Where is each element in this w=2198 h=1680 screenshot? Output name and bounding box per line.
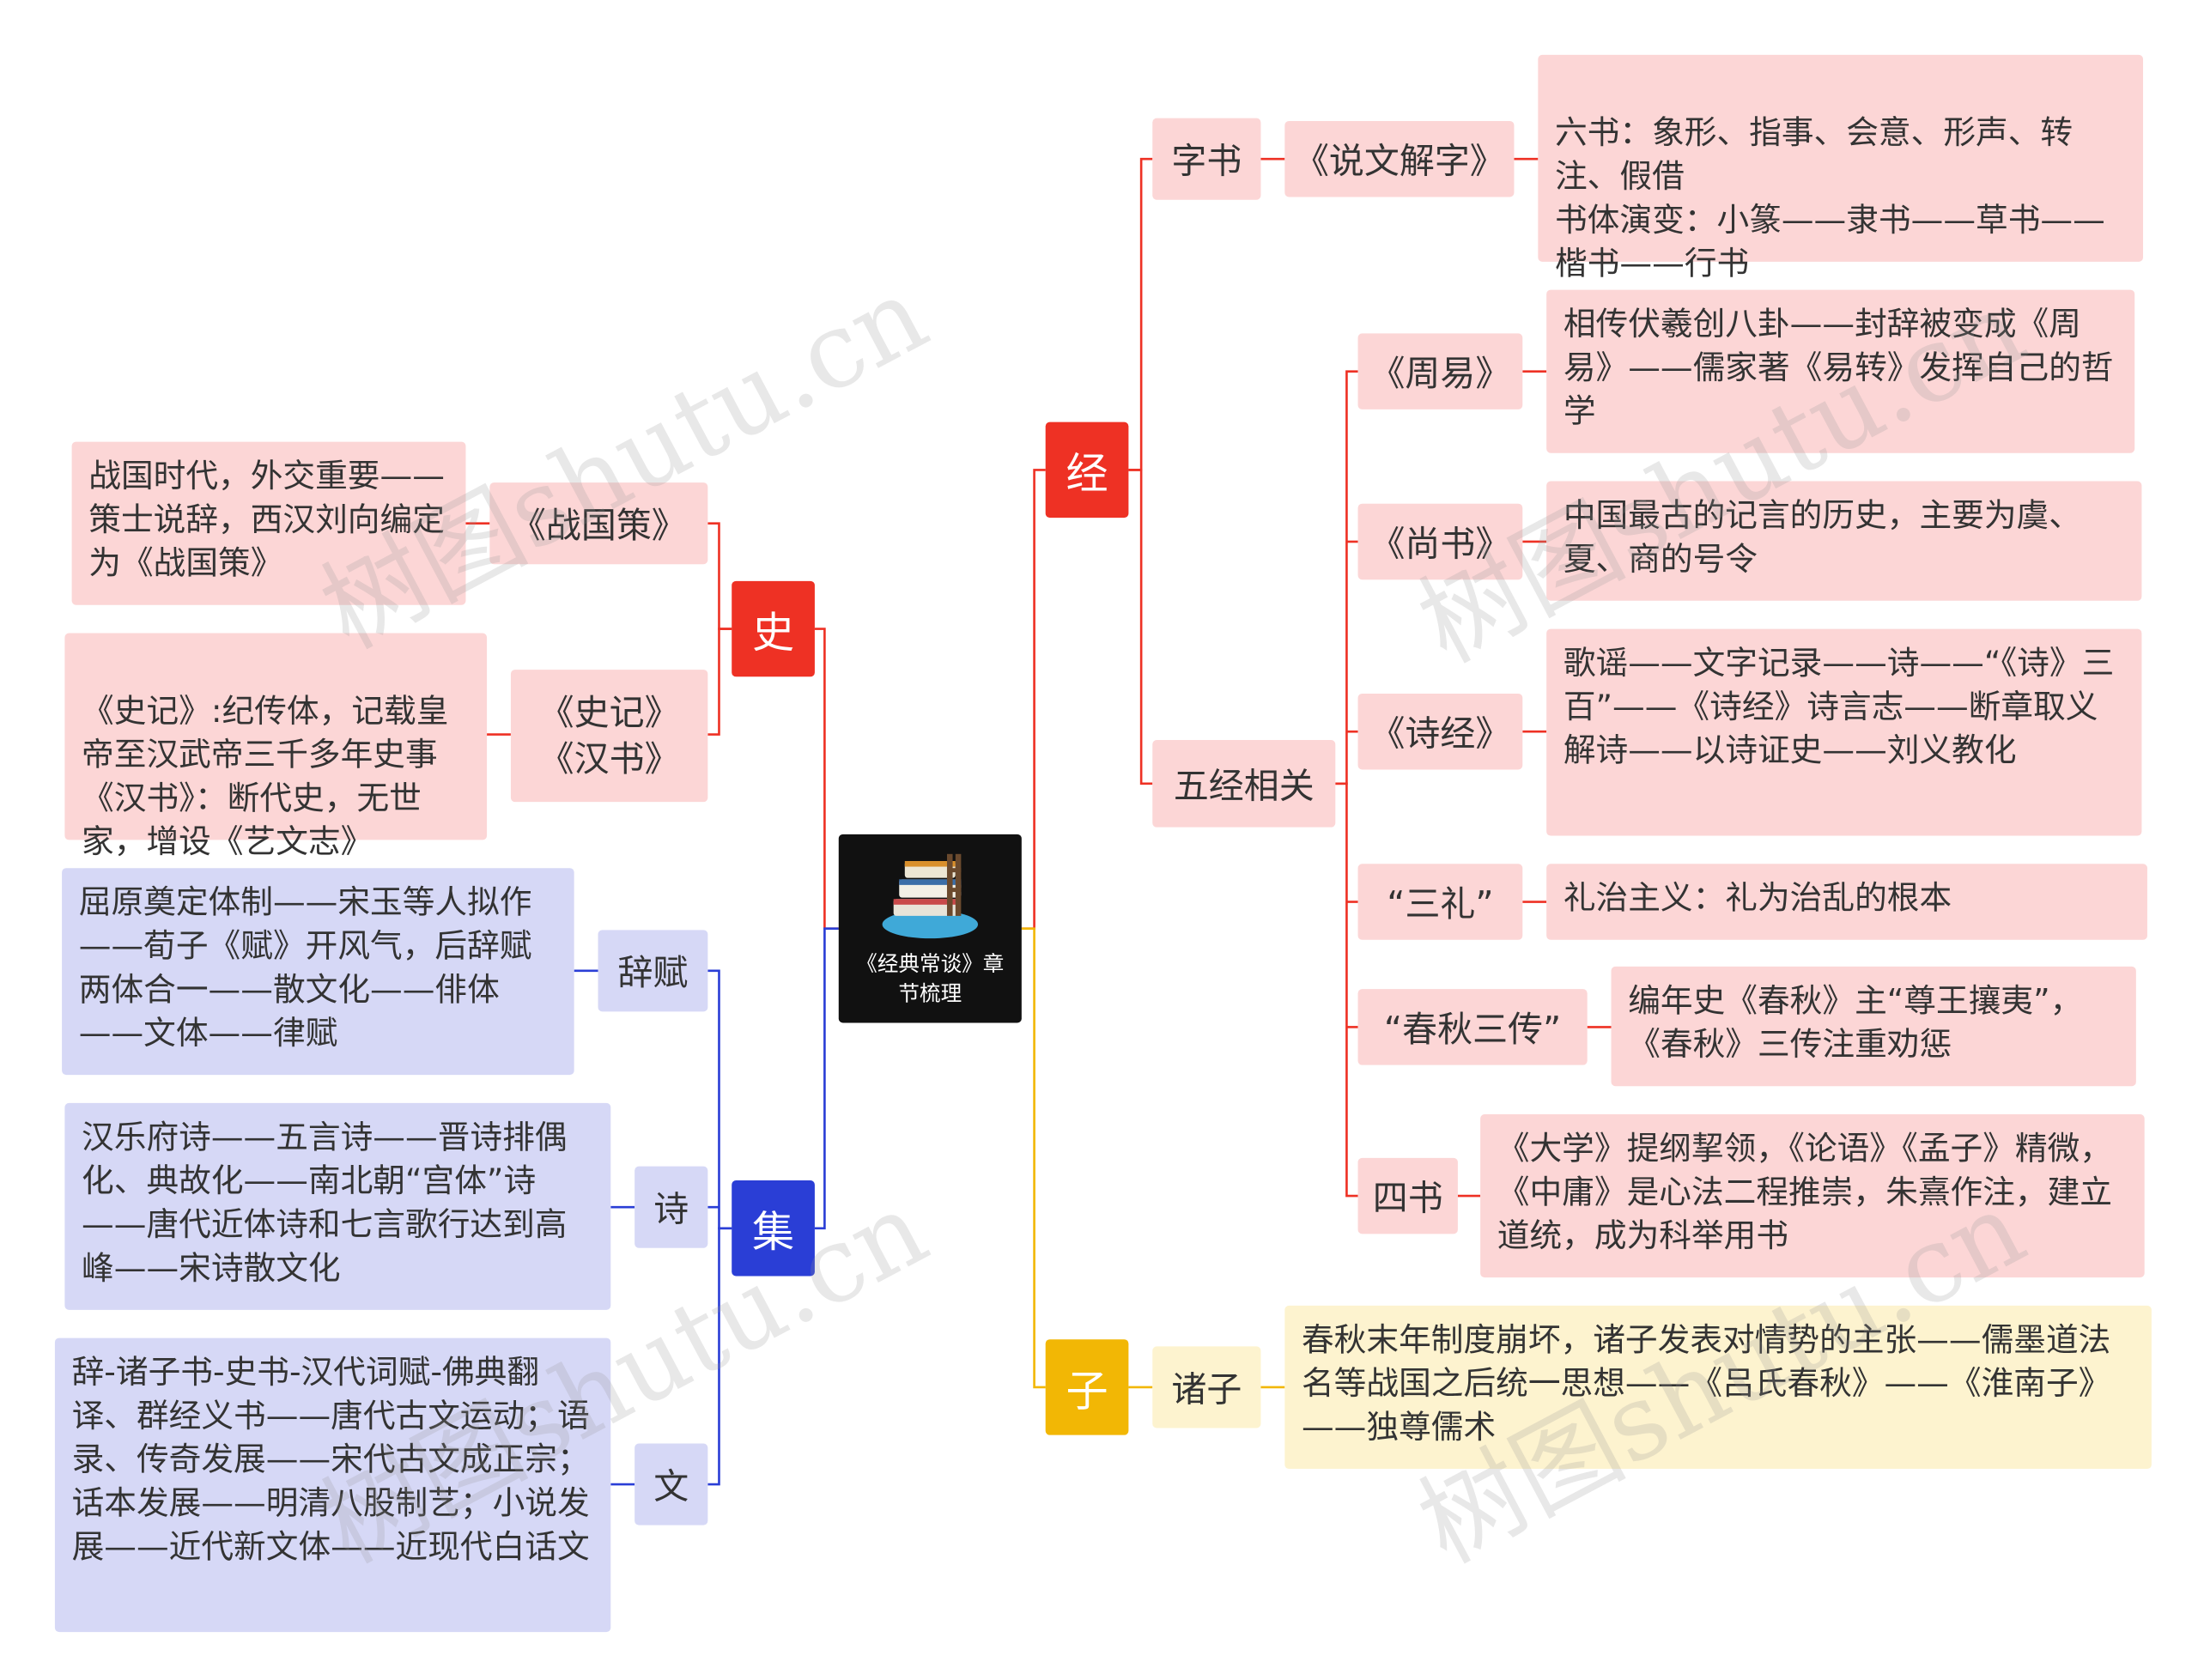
- detail-zhuzi: 春秋末年制度崩坏，诸子发表对情势的主张——儒墨道法名等战国之后统一思想——《吕氏…: [1284, 1305, 2152, 1470]
- branch-shi-label: 史: [751, 609, 795, 659]
- detail-zhanguoce-text: 战国时代，外交重要——策士说辞，西汉刘向编定为《战国策》: [88, 458, 445, 583]
- topic-zhanguoce[interactable]: 《战国策》: [489, 482, 708, 565]
- topic-shiji-hanshu-label: 《史记》 《汉书》: [538, 692, 680, 779]
- detail-shiji-hanshu-text: 《史记》:纪传体，记载皇帝至汉武帝三千多年史事 《汉书》：断代史，无世家，增设《…: [82, 693, 449, 862]
- topic-zhouyi[interactable]: 《周易》: [1357, 333, 1523, 409]
- topic-sanli-label: “三礼”: [1387, 883, 1494, 925]
- detail-cifu: 屈原奠定体制——宋玉等人拟作——荀子《赋》开风气，后辞赋两体合一——散文化——俳…: [62, 868, 574, 1076]
- detail-zhuzi-text: 春秋末年制度崩坏，诸子发表对情势的主张——儒墨道法名等战国之后统一思想——《吕氏…: [1301, 1322, 2111, 1446]
- topic-chunqiu[interactable]: “春秋三传”: [1357, 989, 1588, 1065]
- detail-zhouyi: 相传伏羲创八卦——封辞被变成《周易》——儒家著《易转》发挥自己的哲学: [1546, 289, 2135, 453]
- topic-cifu-label: 辞赋: [617, 952, 689, 994]
- topic-shuowenjiezi-label: 《说文解字》: [1293, 140, 1505, 182]
- branch-jing[interactable]: 经: [1045, 422, 1129, 519]
- topic-shuowenjiezi[interactable]: 《说文解字》: [1284, 120, 1515, 197]
- detail-wen: 辞-诸子书-史书-汉代词赋-佛典翻译、群经义书——唐代古文运动；语录、传奇发展—…: [54, 1337, 611, 1633]
- branch-zi-label: 子: [1066, 1368, 1108, 1417]
- detail-shijing-text: 歌谣——文字记录——诗——“《诗》三百”——《诗经》诗言志——断章取义解诗——以…: [1563, 646, 2115, 770]
- center-title: 《经典常谈》章节梳理: [856, 950, 1005, 1006]
- detail-sishu-text: 《大学》提纲挈领，《论语》《孟子》精微，《中庸》是心法二程推崇，朱熹作注，建立道…: [1497, 1131, 2112, 1255]
- topic-wujing[interactable]: 五经相关: [1152, 740, 1336, 828]
- detail-cifu-text: 屈原奠定体制——宋玉等人拟作——荀子《赋》开风气，后辞赋两体合一——散文化——俳…: [78, 884, 532, 1052]
- topic-wen[interactable]: 文: [635, 1443, 708, 1525]
- topic-zhuzi-label: 诸子: [1171, 1368, 1242, 1410]
- detail-sanli: 礼治主义：礼为治乱的根本: [1546, 864, 2147, 940]
- topic-zhouyi-label: 《周易》: [1369, 353, 1511, 394]
- topic-shangshu-label: 《尚书》: [1369, 523, 1511, 565]
- branch-jing-label: 经: [1066, 450, 1108, 500]
- detail-zhouyi-text: 相传伏羲创八卦——封辞被变成《周易》——儒家著《易转》发挥自己的哲学: [1563, 306, 2114, 431]
- branch-ji-label: 集: [751, 1208, 795, 1258]
- topic-sanli[interactable]: “三礼”: [1357, 864, 1523, 940]
- topic-shiji-hanshu[interactable]: 《史记》 《汉书》: [510, 670, 708, 803]
- topic-wujing-label: 五经相关: [1173, 765, 1315, 807]
- topic-sishu-label: 四书: [1372, 1177, 1443, 1219]
- detail-shangshu-text: 中国最古的记言的历史，主要为虞、夏、商的号令: [1563, 498, 2081, 579]
- topic-shijing-label: 《诗经》: [1369, 713, 1511, 755]
- detail-shiji-hanshu: 《史记》:纪传体，记载皇帝至汉武帝三千多年史事 《汉书》：断代史，无世家，增设《…: [64, 633, 488, 861]
- detail-sanli-text: 礼治主义：礼为治乱的根本: [1563, 880, 1952, 918]
- topic-wen-label: 文: [653, 1465, 689, 1507]
- detail-wen-text: 辞-诸子书-史书-汉代词赋-佛典翻译、群经义书——唐代古文运动；语录、传奇发展—…: [71, 1355, 590, 1567]
- topic-shangshu[interactable]: 《尚书》: [1357, 503, 1523, 580]
- topic-zhuzi[interactable]: 诸子: [1152, 1346, 1261, 1428]
- topic-zishu[interactable]: 字书: [1152, 118, 1261, 200]
- topic-shi-poetry[interactable]: 诗: [635, 1166, 708, 1248]
- topic-zhanguoce-label: 《战国策》: [510, 505, 687, 546]
- detail-chunqiu: 编年史《春秋》主“尊王攘夷”，《春秋》三传注重劝惩: [1611, 966, 2136, 1087]
- detail-shijing: 歌谣——文字记录——诗——“《诗》三百”——《诗经》诗言志——断章取义解诗——以…: [1546, 628, 2142, 836]
- branch-ji[interactable]: 集: [732, 1180, 815, 1277]
- topic-chunqiu-label: “春秋三传”: [1383, 1009, 1562, 1050]
- books-stack-icon: [839, 848, 1022, 949]
- branch-shi[interactable]: 史: [732, 580, 815, 677]
- topic-shi-poetry-label: 诗: [653, 1188, 689, 1230]
- detail-shuowenjiezi-text: 六书：象形、指事、会意、形声、转注、假借 书体演变：小篆——隶书——草书——楷书…: [1554, 115, 2105, 283]
- detail-shuowenjiezi: 六书：象形、指事、会意、形声、转注、假借 书体演变：小篆——隶书——草书——楷书…: [1538, 54, 2144, 282]
- topic-shijing[interactable]: 《诗经》: [1357, 693, 1523, 770]
- detail-chunqiu-text: 编年史《春秋》主“尊王攘夷”，《春秋》三传注重劝惩: [1628, 983, 2083, 1064]
- topic-cifu[interactable]: 辞赋: [598, 930, 708, 1012]
- topic-sishu[interactable]: 四书: [1357, 1157, 1458, 1234]
- detail-shangshu: 中国最古的记言的历史，主要为虞、夏、商的号令: [1546, 481, 2142, 601]
- detail-shi-poetry-text: 汉乐府诗——五言诗——晋诗排偶化、典故化——南北朝“宫体”诗——唐代近体诗和七言…: [82, 1119, 568, 1288]
- detail-sishu: 《大学》提纲挈领，《论语》《孟子》精微，《中庸》是心法二程推崇，朱熹作注，建立道…: [1480, 1114, 2145, 1278]
- branch-zi[interactable]: 子: [1045, 1339, 1129, 1435]
- detail-zhanguoce: 战国时代，外交重要——策士说辞，西汉刘向编定为《战国策》: [71, 441, 466, 605]
- topic-zishu-label: 字书: [1171, 140, 1242, 182]
- center-topic[interactable]: 《经典常谈》章节梳理: [838, 834, 1022, 1023]
- detail-shi-poetry: 汉乐府诗——五言诗——晋诗排偶化、典故化——南北朝“宫体”诗——唐代近体诗和七言…: [64, 1102, 611, 1310]
